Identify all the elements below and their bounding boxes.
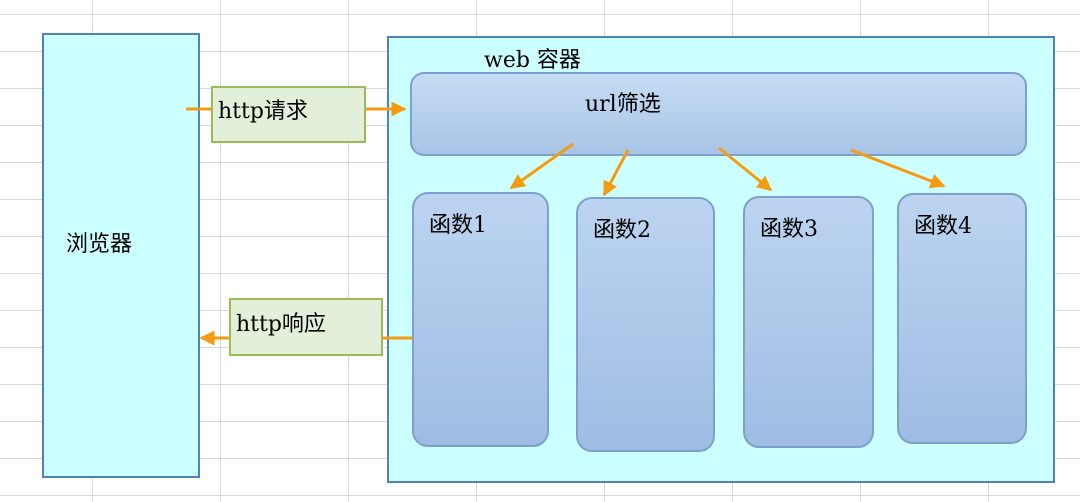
function-box-2: [576, 197, 715, 452]
http-request-box: [211, 86, 366, 143]
url-filter-box: [410, 72, 1027, 156]
web-container-label: web 容器: [484, 48, 581, 73]
http-response-label: http响应: [236, 312, 326, 337]
function-label-3: 函数3: [760, 217, 818, 242]
filter-to-function-4-arrow: [850, 148, 946, 189]
url-filter-label: url筛选: [585, 92, 661, 117]
function-label-4: 函数4: [914, 214, 972, 239]
function-box-4: [897, 193, 1027, 444]
function-label-1: 函数1: [429, 213, 487, 238]
browser-box: [42, 33, 200, 478]
function-box-3: [743, 196, 874, 448]
function-label-2: 函数2: [593, 218, 651, 243]
http-request-label: http请求: [218, 99, 308, 124]
filter-to-function-2-arrow: [602, 149, 630, 197]
function-box-1: [412, 192, 549, 447]
http-response-box: [229, 298, 383, 356]
browser-label: 浏览器: [66, 232, 133, 257]
filter-to-function-1-arrow: [509, 142, 574, 190]
filter-to-function-3-arrow: [718, 146, 773, 192]
